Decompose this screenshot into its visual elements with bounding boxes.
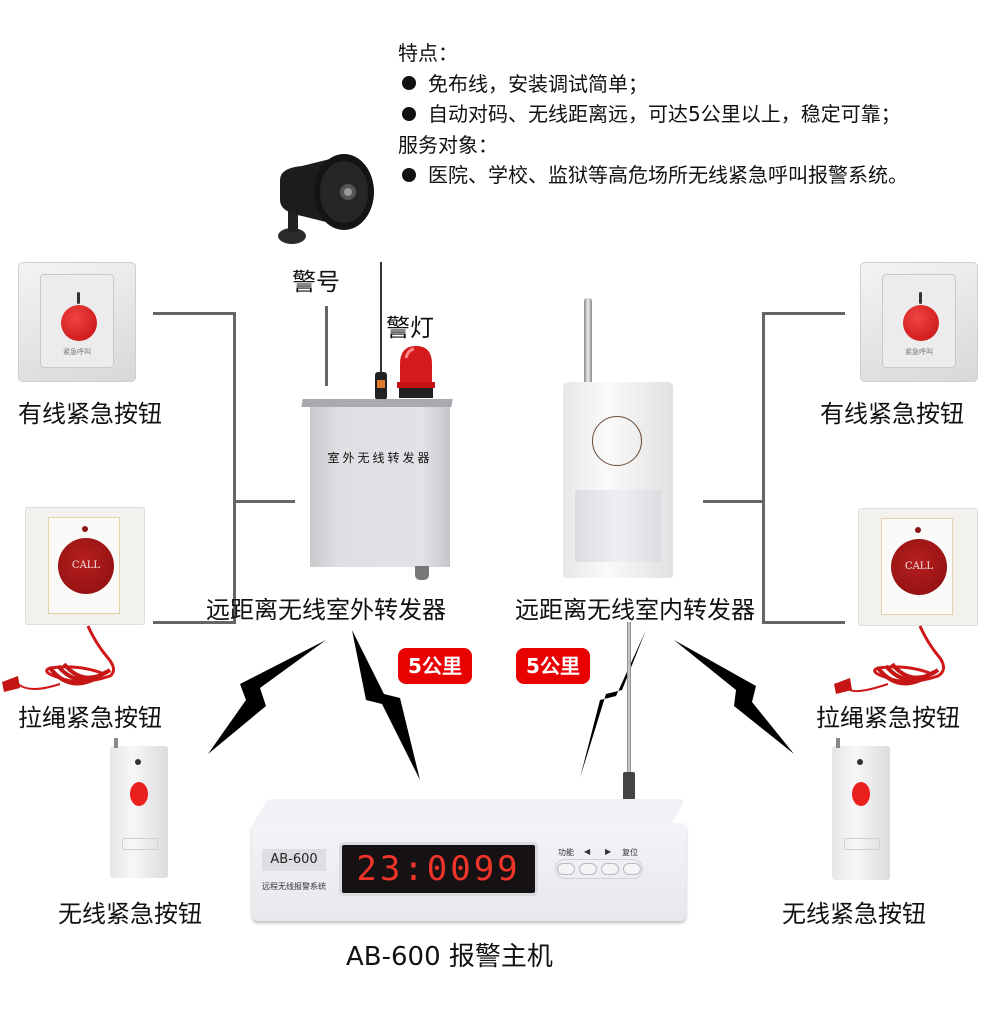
left-key[interactable] — [579, 863, 597, 875]
host-antenna — [627, 622, 631, 802]
wired-button-device-left: 紧急呼叫 — [18, 262, 136, 382]
function-key[interactable] — [557, 863, 575, 875]
connector-line-left-vertical — [233, 312, 236, 624]
indicator-dot — [135, 759, 141, 765]
feature-item: 自动对码、无线距离远，可达5公里以上，稳定可靠； — [398, 99, 908, 130]
panel-inner: 紧急呼叫 — [882, 274, 956, 368]
distance-badge-right: 5公里 — [516, 648, 590, 684]
connector-line-left-bottom — [153, 621, 235, 624]
pull-cord-label-right: 拉绳紧急按钮 — [816, 704, 960, 732]
antenna-band — [377, 380, 385, 388]
box-lid — [301, 399, 453, 407]
host-keypad — [555, 859, 643, 879]
panel-inner: 紧急呼叫 — [40, 274, 114, 368]
host-label: AB-600 报警主机 — [346, 942, 553, 972]
red-button-icon — [903, 305, 939, 341]
red-cord-icon — [2, 625, 115, 692]
right-key[interactable] — [601, 863, 619, 875]
indicator-dot — [915, 527, 921, 533]
pull-cord-device-left: CALL — [25, 507, 145, 625]
cable-gland — [415, 566, 429, 580]
service-item: 医院、学校、监狱等高危场所无线紧急呼叫报警系统。 — [398, 160, 908, 191]
siren-connector-line — [325, 306, 328, 386]
indicator-dot — [82, 526, 88, 532]
control-label-left: ◀ — [584, 847, 591, 856]
warning-light-label: 警灯 — [386, 314, 434, 342]
host-antenna-base — [623, 772, 635, 800]
features-block: 特点： 免布线，安装调试简单； 自动对码、无线距离远，可达5公里以上，稳定可靠；… — [398, 38, 908, 191]
siren-label: 警号 — [292, 268, 340, 296]
control-label-function: 功能 — [558, 848, 574, 857]
features-heading: 特点： — [398, 41, 458, 65]
service-heading: 服务对象： — [398, 132, 498, 157]
red-cord-icon — [834, 625, 945, 694]
indoor-repeater-device — [563, 382, 673, 578]
outdoor-antenna — [380, 262, 382, 382]
connector-line-left-top — [153, 312, 235, 315]
outdoor-repeater-label: 远距离无线室外转发器 — [206, 596, 446, 624]
pull-cord-device-right: CALL — [858, 508, 978, 626]
indoor-ring — [592, 416, 642, 466]
remote-antenna — [114, 738, 118, 748]
wired-button-label-left: 有线紧急按钮 — [18, 400, 162, 428]
wired-button-label-right: 有线紧急按钮 — [820, 400, 964, 428]
wired-button-device-right: 紧急呼叫 — [860, 262, 978, 382]
stem — [77, 292, 80, 304]
indoor-repeater-label: 远距离无线室内转发器 — [515, 596, 755, 624]
remote-slot — [122, 838, 158, 850]
connector-line-right-top — [763, 312, 845, 315]
signal-bolt-icon — [352, 630, 420, 780]
panel-inner: CALL — [48, 517, 120, 614]
host-system-text: 远程无线报警系统 — [262, 882, 326, 891]
wireless-button-label-left: 无线紧急按钮 — [58, 900, 202, 928]
control-label-reset: 复位 — [622, 848, 638, 857]
red-button-icon — [61, 305, 97, 341]
host-top — [252, 799, 686, 825]
wireless-button-label-right: 无线紧急按钮 — [782, 900, 926, 928]
pull-cord-label-left: 拉绳紧急按钮 — [18, 704, 162, 732]
call-button-icon: CALL — [891, 539, 947, 595]
reset-key[interactable] — [623, 863, 641, 875]
connector-line-right-bottom — [763, 621, 845, 624]
host-led-display: 23:0099 — [342, 845, 535, 893]
panel-text: 紧急呼叫 — [905, 348, 933, 356]
indoor-sensor-window — [575, 490, 661, 562]
signal-bolt-icon — [674, 640, 794, 754]
indicator-dot — [857, 759, 863, 765]
host-model-plate: AB-600 — [262, 849, 326, 871]
connector-line-right-device — [703, 500, 763, 503]
wireless-button-device-right — [832, 738, 890, 880]
outdoor-repeater-device: 室外无线转发器 — [301, 399, 453, 567]
outdoor-box-text: 室外无线转发器 — [327, 451, 433, 465]
remote-slot — [844, 838, 880, 850]
red-button-icon — [130, 782, 148, 806]
bullet-icon — [402, 167, 416, 182]
panel-inner: CALL — [881, 518, 953, 615]
call-button-icon: CALL — [58, 538, 114, 594]
bullet-icon — [402, 106, 416, 121]
alarm-host-device: AB-600 远程无线报警系统 23:0099 功能 ◀ ▶ 复位 — [252, 799, 686, 921]
warning-light-icon — [397, 346, 435, 398]
remote-antenna — [836, 738, 840, 748]
indoor-antenna — [584, 298, 592, 386]
connector-line-left-device — [235, 500, 295, 503]
wireless-button-device-left — [110, 738, 168, 878]
signal-bolt-icon — [580, 630, 646, 778]
bullet-icon — [402, 76, 416, 90]
stem — [919, 292, 922, 304]
distance-badge-left: 5公里 — [398, 648, 472, 684]
connector-line-right-vertical — [762, 312, 765, 624]
panel-text: 紧急呼叫 — [63, 348, 91, 356]
control-label-right: ▶ — [605, 847, 612, 856]
red-button-icon — [852, 782, 870, 806]
signal-bolt-icon — [208, 640, 326, 754]
siren-icon — [278, 154, 374, 244]
feature-item: 免布线，安装调试简单； — [398, 69, 908, 100]
